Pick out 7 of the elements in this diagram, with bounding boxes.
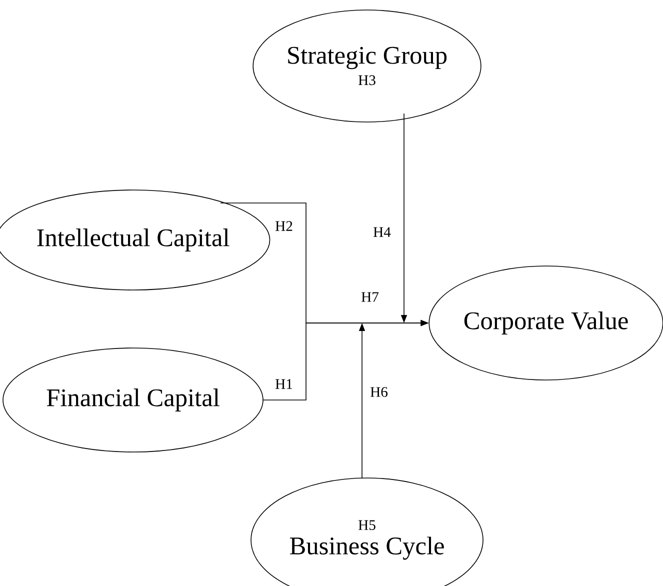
edge-label: H1 xyxy=(274,378,294,390)
ellipse-node: Financial Capital xyxy=(2,348,264,452)
ellipse-node: Strategic Group H3 xyxy=(252,10,482,122)
hypothesis-label: H7 xyxy=(361,292,379,302)
edge-label: H6 xyxy=(368,386,390,398)
edge-label: H4 xyxy=(372,226,392,238)
edge-label: H2 xyxy=(274,220,294,232)
